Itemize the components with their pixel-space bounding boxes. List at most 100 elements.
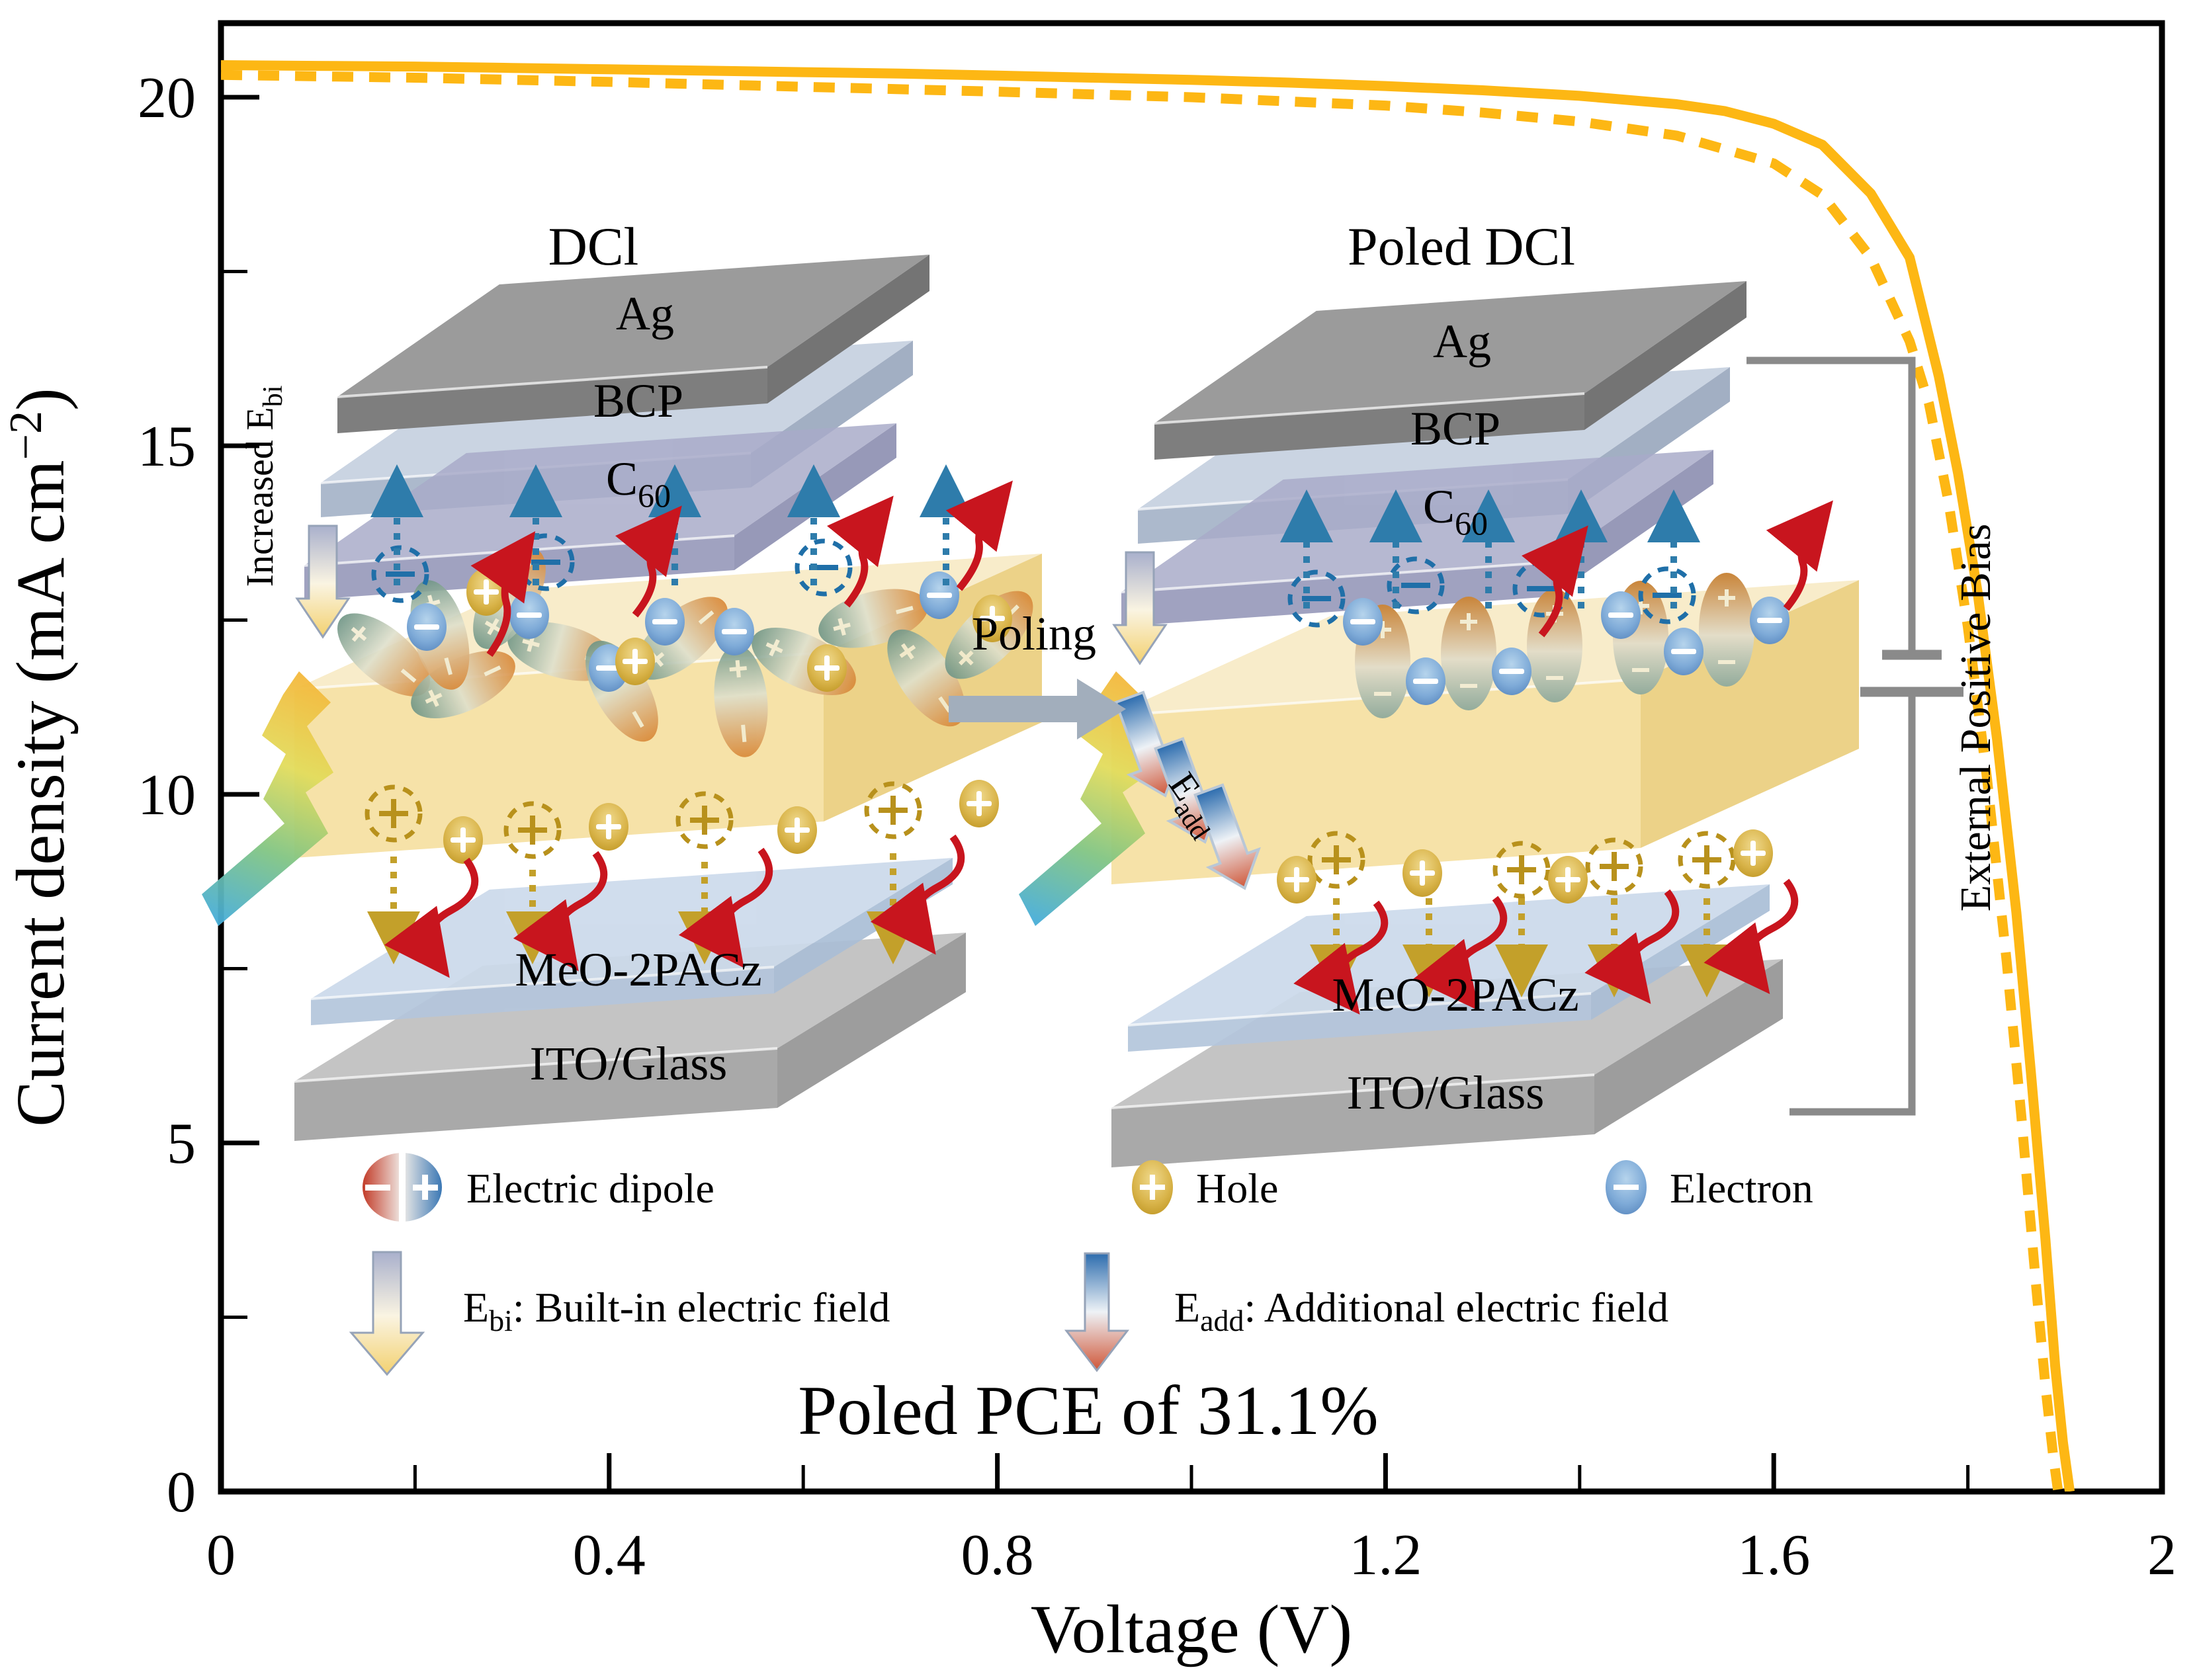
- electric-dipole-icon: [714, 645, 768, 757]
- minus-glyph: [414, 624, 439, 630]
- plus-v: [1725, 589, 1729, 607]
- poled-dcl-device-layer-ito-right-face: [1594, 959, 1783, 1134]
- minus-glyph: [1527, 586, 1556, 591]
- hole-icon: [1402, 849, 1442, 897]
- aligned-dipole-icon: [1441, 597, 1496, 710]
- x-tick-label: 1.6: [1737, 1523, 1810, 1587]
- axis-ticks: [218, 95, 2165, 1494]
- minus-glyph: [722, 629, 747, 634]
- minus-glyph: [1608, 612, 1633, 618]
- increased-ebi-label: Increased Ebi: [238, 386, 288, 587]
- hole-icon: [972, 595, 1012, 642]
- recombination-arrow: [615, 505, 682, 618]
- plus-v: [351, 626, 366, 642]
- plus-glyph-v: [702, 806, 707, 835]
- dcl-device-layer-ito-right-face: [777, 933, 966, 1108]
- minus-g: [698, 610, 714, 625]
- plus-glyph-v: [1334, 845, 1339, 874]
- recombination-arrow: [1293, 900, 1389, 1015]
- trapped-electron-icon: [1387, 556, 1445, 614]
- dcl-device-layer-meo-edge-highlight: [310, 966, 775, 1000]
- bias-wire-bottom: [1789, 696, 1916, 1116]
- minus-glyph: [927, 593, 952, 598]
- minus-g: [400, 668, 417, 683]
- aligned-dipole-icon: [1699, 573, 1754, 687]
- dipole-body: [1441, 597, 1496, 710]
- left-device-title: DCl: [548, 216, 639, 276]
- plus-v: [838, 618, 846, 636]
- plus-v: [527, 634, 535, 652]
- hole-icon: [1132, 1160, 1173, 1214]
- trapped-hole-icon: [1307, 831, 1365, 889]
- recombination-arrow: [1584, 889, 1680, 1004]
- electric-dipole-icon: [887, 629, 965, 727]
- dashed-ring: [795, 538, 853, 597]
- recombination-arrow: [1766, 500, 1833, 611]
- minus-glyph: [1413, 679, 1438, 684]
- electron-icon: [714, 608, 754, 655]
- x-tick-label: 2: [2147, 1523, 2177, 1587]
- electric-dipole-icon: [411, 650, 515, 719]
- layer-label-bcp: BCP: [1410, 402, 1500, 455]
- y-tick-label: 20: [138, 66, 196, 130]
- poled-dcl-device-layer-ito-edge-highlight: [1111, 1073, 1595, 1109]
- electron-icon: [1606, 1160, 1647, 1214]
- minus-g: [1374, 692, 1391, 696]
- jv-curve-solid: [221, 60, 2075, 1491]
- dcl-device-layer-ito-front-face: [294, 1048, 777, 1141]
- minus-g: [1546, 676, 1563, 680]
- trapped-electron-icon: [1287, 569, 1346, 628]
- plus-glyph-v: [1420, 861, 1425, 886]
- ebi-arrow-icon: [349, 1251, 425, 1376]
- legend-hole-label: Hole: [1196, 1165, 1278, 1212]
- dcl-device-layer-ag-edge-highlight: [337, 366, 768, 398]
- poled-dcl-device-layer-c60-edge-highlight: [1121, 561, 1552, 593]
- legend-ebi-label: Ebi: Built-in electric field: [463, 1284, 890, 1337]
- x-tick-label: 0.8: [961, 1523, 1034, 1587]
- poled-dcl-device-layer-c60: [1121, 450, 1713, 626]
- y-tick-label: 0: [167, 1460, 196, 1525]
- y-axis-title: Current density (mA cm−2): [1, 388, 79, 1126]
- recombination-arrow: [470, 531, 536, 657]
- dcl-device-layer-ito-edge-highlight: [294, 1047, 778, 1083]
- plus-glyph-v: [391, 799, 396, 828]
- recombination-arrow: [1522, 525, 1588, 638]
- y-tick-label: 15: [138, 415, 196, 479]
- layer-label-substrate: ITO/Glass: [530, 1037, 728, 1090]
- poling-arrow-icon: [949, 679, 1126, 739]
- poled-dcl-device-layer-c60-front-face: [1121, 562, 1551, 626]
- layer-label-substrate: ITO/Glass: [1347, 1066, 1545, 1119]
- dashed-ring: [864, 781, 922, 839]
- electron-icon: [407, 603, 447, 651]
- recombination-arrow: [678, 847, 773, 968]
- recombination-arrow: [945, 480, 1013, 591]
- jv-curves: [221, 60, 2075, 1491]
- dashed-ring: [1678, 831, 1736, 889]
- hole-icon: [959, 780, 999, 827]
- dashed-ring: [1287, 569, 1346, 628]
- diagram-decorations: [202, 464, 1833, 1015]
- plus-glyph-v: [632, 649, 638, 674]
- electron-icon: [920, 571, 959, 619]
- layer-label-c60: C60: [1423, 480, 1488, 542]
- dashed-ring: [675, 791, 734, 849]
- trapped-hole-icon: [675, 791, 734, 849]
- minus-glyph: [531, 560, 560, 565]
- minus-glyph: [652, 619, 677, 624]
- hole-icon: [1548, 856, 1588, 903]
- electron-icon: [1343, 598, 1383, 646]
- plot-frame: [218, 20, 2165, 1495]
- dashed-ring: [371, 545, 429, 603]
- eadd-arrow-icon: [1064, 1252, 1130, 1372]
- external-positive-bias-label: External Positive Bias: [1952, 524, 2000, 912]
- sunlight-bolt-icon: [1019, 671, 1150, 926]
- plus-glyph-v: [1612, 852, 1617, 881]
- plus-v: [1467, 613, 1471, 630]
- hole-icon: [1277, 856, 1316, 903]
- layer-label-bcp: BCP: [593, 374, 683, 427]
- dcl-device-layer-ag-front-face: [337, 367, 767, 433]
- plus-glyph-v: [1294, 867, 1299, 892]
- plus-glyph-v: [824, 655, 830, 681]
- hole-icon: [615, 638, 655, 685]
